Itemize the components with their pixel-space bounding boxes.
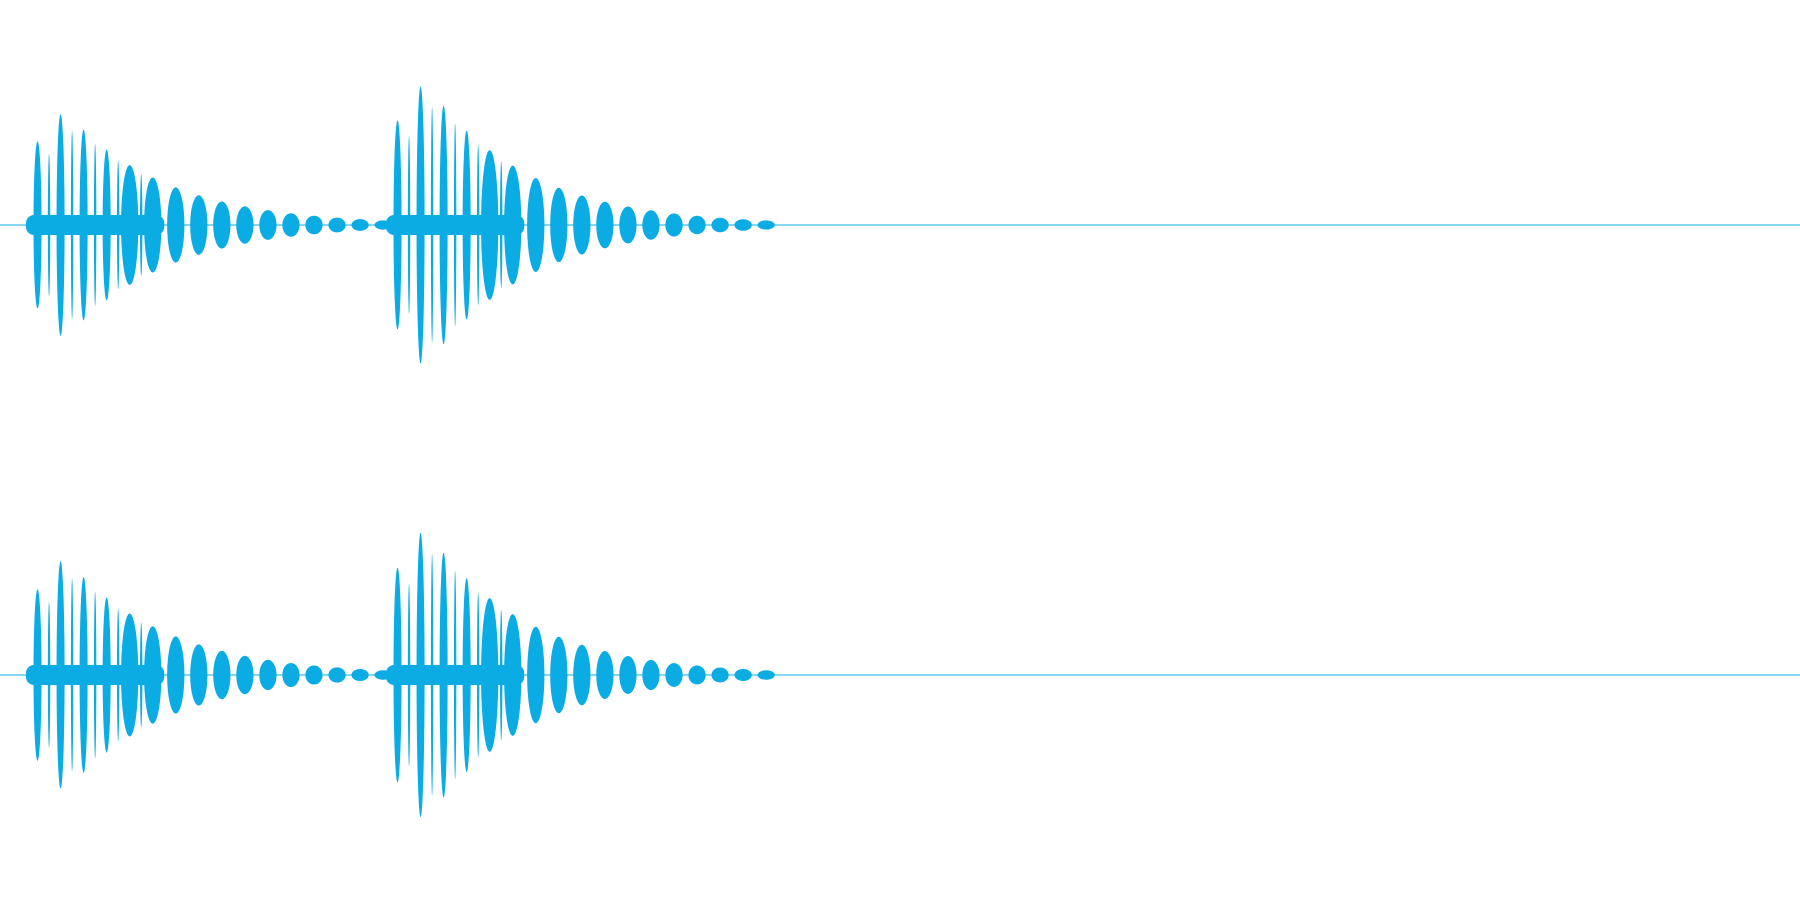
waveform-lobe <box>688 665 706 685</box>
waveform-lobe <box>642 659 660 691</box>
waveform-lobe <box>351 219 369 231</box>
waveform-lobe <box>351 669 369 681</box>
waveform-lobe <box>527 177 545 273</box>
channel-2-burst-1 <box>26 561 415 789</box>
waveform-lobe <box>236 655 254 695</box>
waveform-lobe <box>665 213 683 237</box>
waveform-lobe <box>573 195 591 255</box>
waveform-lobe <box>596 650 614 700</box>
waveform-attack-body <box>386 215 525 235</box>
waveform-lobe <box>757 220 775 230</box>
waveform-lobe <box>236 206 254 244</box>
waveform-lobe <box>711 217 729 233</box>
waveform-lobe <box>573 644 591 706</box>
waveform-lobe <box>527 626 545 724</box>
waveform-lobe <box>305 215 323 235</box>
waveform-lobe <box>642 210 660 240</box>
waveform-lobe <box>190 644 208 706</box>
waveform-attack-body <box>26 215 165 235</box>
waveform-lobe <box>734 219 752 231</box>
waveform-lobe <box>167 636 185 714</box>
channel-2-track <box>0 532 1800 818</box>
waveform-attack-body <box>386 665 525 685</box>
waveform-lobe <box>619 655 637 695</box>
waveform-lobe <box>328 217 346 233</box>
waveform-lobe <box>688 215 706 235</box>
waveform-lobe <box>213 650 231 700</box>
channel-2-burst-2 <box>386 532 775 818</box>
waveform-lobe <box>757 670 775 680</box>
waveform-lobe <box>596 201 614 249</box>
channel-1-burst-2 <box>386 86 775 364</box>
waveform-lobe <box>167 187 185 263</box>
waveform-lobe <box>711 667 729 683</box>
waveform-attack-body <box>26 665 165 685</box>
waveform-lobe <box>734 669 752 681</box>
waveform-lobe <box>305 665 323 685</box>
channel-1-burst-1 <box>26 114 415 336</box>
waveform-lobe <box>550 636 568 714</box>
waveform-lobe <box>259 210 277 240</box>
waveform-lobe <box>190 195 208 255</box>
waveform-lobe <box>665 663 683 687</box>
waveform-lobe <box>619 206 637 244</box>
waveform-lobe <box>328 667 346 683</box>
waveform-lobe <box>213 201 231 249</box>
channel-1-track <box>0 86 1800 364</box>
waveform-lobe <box>259 659 277 691</box>
waveform-lobe <box>282 662 300 688</box>
waveform-lobe <box>282 213 300 237</box>
waveform-lobe <box>550 187 568 263</box>
